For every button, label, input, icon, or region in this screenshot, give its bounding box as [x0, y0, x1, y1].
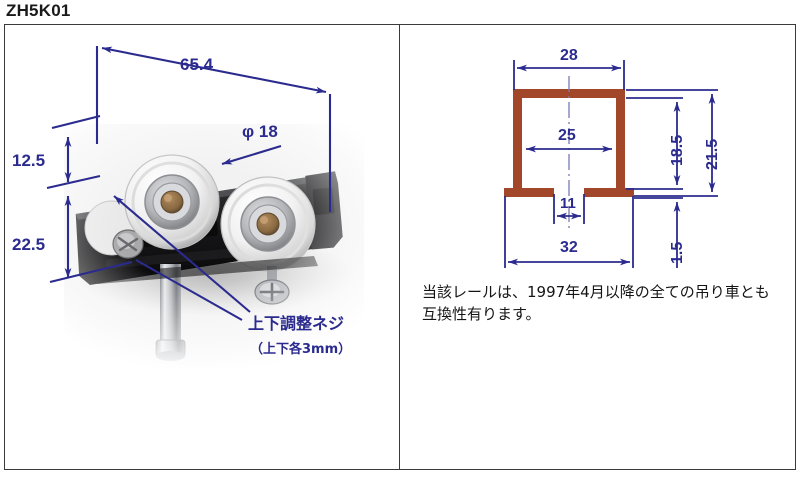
page-title: ZH5K01 — [6, 1, 71, 20]
dim-inner-width: 25 — [558, 127, 576, 144]
dim-overall-length: 65.4 — [180, 55, 214, 74]
dim-outer-width-top: 28 — [560, 47, 578, 64]
adjustment-screw-callout-main: 上下調整ネジ — [248, 314, 345, 333]
dim-lower-height: 22.5 — [12, 235, 46, 254]
dim-flange-width: 32 — [560, 239, 578, 256]
adjustment-screw-callout-sub: （上下各3mm） — [250, 342, 352, 357]
dim-outer-height: 21.5 — [704, 138, 721, 170]
trolley-photo — [64, 124, 364, 369]
dim-inner-height: 18.5 — [669, 134, 686, 166]
rail-section-drawing — [504, 60, 718, 268]
dim-roller-diameter: φ 18 — [242, 122, 278, 141]
compatibility-note: 当該レールは、1997年4月以降の全ての吊り車とも互換性有ります。 — [422, 283, 770, 323]
left-panel: 65.4 φ 18 12.5 22.5 上下調整ネジ （上下各3mm） — [4, 24, 400, 470]
dim-slot-width: 11 — [560, 195, 576, 212]
dim-upper-height: 12.5 — [12, 151, 46, 170]
left-dimension-overlay — [46, 46, 332, 321]
photo-vignette — [64, 124, 364, 369]
dim-flange-offset: 1.5 — [669, 241, 686, 264]
right-panel: 28 25 11 32 18.5 21.5 1.5 当該レールは、1997年4月… — [400, 24, 796, 470]
rail-profile — [504, 89, 634, 197]
panel-divider — [399, 24, 400, 470]
